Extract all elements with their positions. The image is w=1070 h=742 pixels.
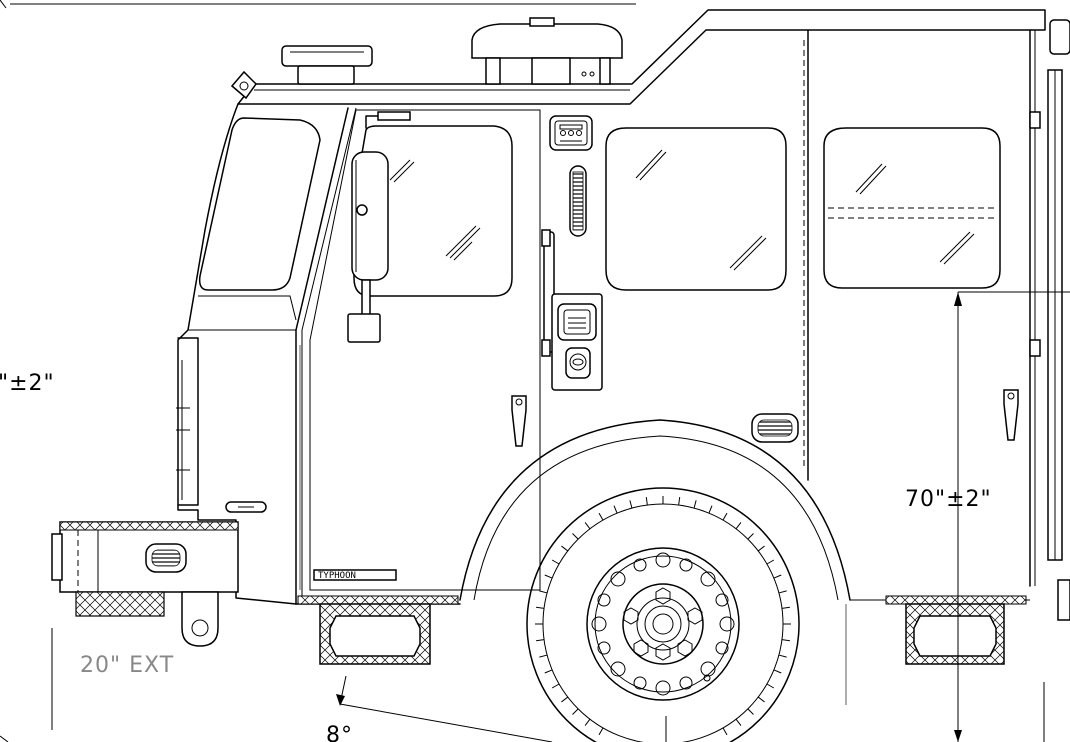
tread-tick bbox=[722, 512, 728, 521]
vertical-vent bbox=[569, 165, 587, 237]
rear-door-window bbox=[605, 127, 787, 291]
glass-reflection bbox=[635, 149, 767, 271]
tread-tick bbox=[572, 708, 579, 715]
front-step-tread bbox=[297, 595, 459, 605]
tread-tick bbox=[693, 500, 697, 509]
tread-tick bbox=[766, 559, 775, 565]
tread-tick bbox=[561, 545, 569, 552]
tread-tick bbox=[572, 533, 579, 540]
tread-tick bbox=[551, 683, 560, 689]
angle-label: 8° bbox=[326, 723, 353, 742]
rear-side-window bbox=[823, 127, 1001, 289]
tread-tick bbox=[561, 696, 569, 703]
nameplate-text: TYPHOON bbox=[318, 571, 356, 581]
tread-tick bbox=[766, 683, 775, 689]
glass-reflection bbox=[389, 159, 481, 261]
rear-vertical-rail bbox=[1047, 19, 1070, 621]
front-step bbox=[319, 603, 431, 665]
tread-tick bbox=[645, 497, 648, 506]
rear-step-tread bbox=[885, 595, 1027, 605]
tread-tick bbox=[539, 654, 548, 658]
roof-light-bar bbox=[281, 45, 373, 85]
tread-tick bbox=[584, 522, 591, 530]
rear-step bbox=[905, 603, 1005, 665]
tread-tick bbox=[539, 590, 548, 594]
tread-tick bbox=[629, 500, 633, 509]
tread-tick bbox=[536, 639, 545, 642]
cab-roof-outline bbox=[237, 9, 1046, 105]
step-panel bbox=[551, 293, 603, 391]
nameplate-badge: TYPHOON bbox=[313, 569, 397, 581]
tread-tick bbox=[773, 574, 782, 579]
glass-reflection bbox=[855, 163, 975, 265]
tread-tick bbox=[778, 590, 787, 594]
front-wheel bbox=[526, 487, 800, 742]
cab-front-outline bbox=[177, 103, 297, 605]
front-grille bbox=[176, 337, 199, 506]
front-door-window bbox=[353, 125, 513, 297]
tread-tick bbox=[544, 669, 553, 674]
angle-dimension bbox=[336, 675, 1045, 742]
front-door-handle bbox=[511, 395, 527, 447]
wheel-well bbox=[459, 419, 851, 601]
height-dimension-left-label: "±2" bbox=[0, 371, 55, 396]
tread-tick bbox=[598, 512, 604, 521]
tread-tick bbox=[757, 545, 765, 552]
side-mirror bbox=[347, 111, 411, 343]
tread-tick bbox=[781, 639, 790, 642]
tread-tick bbox=[678, 497, 681, 506]
tread-tick bbox=[613, 505, 618, 514]
tread-tick bbox=[598, 727, 604, 736]
tread-tick bbox=[708, 505, 713, 514]
bumper-extension-label: 20" EXT bbox=[80, 653, 174, 678]
roof-beacon-icon bbox=[230, 70, 257, 100]
height-dimension-right bbox=[954, 291, 1070, 742]
tire-tread bbox=[535, 496, 791, 736]
windshield bbox=[198, 117, 321, 291]
tread-tick bbox=[584, 718, 591, 726]
tread-tick bbox=[536, 606, 545, 609]
roof-ac-unit bbox=[471, 17, 623, 85]
tread-tick bbox=[735, 522, 742, 530]
front-door-outline bbox=[309, 109, 541, 591]
tread-tick bbox=[747, 708, 754, 715]
front-bumper bbox=[51, 521, 239, 647]
tread-tick bbox=[544, 574, 553, 579]
tread-tick bbox=[722, 727, 728, 736]
tread-tick bbox=[778, 654, 787, 658]
tread-tick bbox=[773, 669, 782, 674]
rear-door-handle bbox=[1003, 389, 1019, 441]
tread-tick bbox=[757, 696, 765, 703]
pillar-control-panel bbox=[549, 115, 593, 151]
tread-tick bbox=[747, 533, 754, 540]
rear-marker-lamp bbox=[751, 413, 799, 443]
tread-tick bbox=[735, 718, 742, 726]
tread-tick bbox=[781, 606, 790, 609]
tread-tick bbox=[551, 559, 560, 565]
height-dimension-right-label: 70"±2" bbox=[905, 487, 992, 512]
